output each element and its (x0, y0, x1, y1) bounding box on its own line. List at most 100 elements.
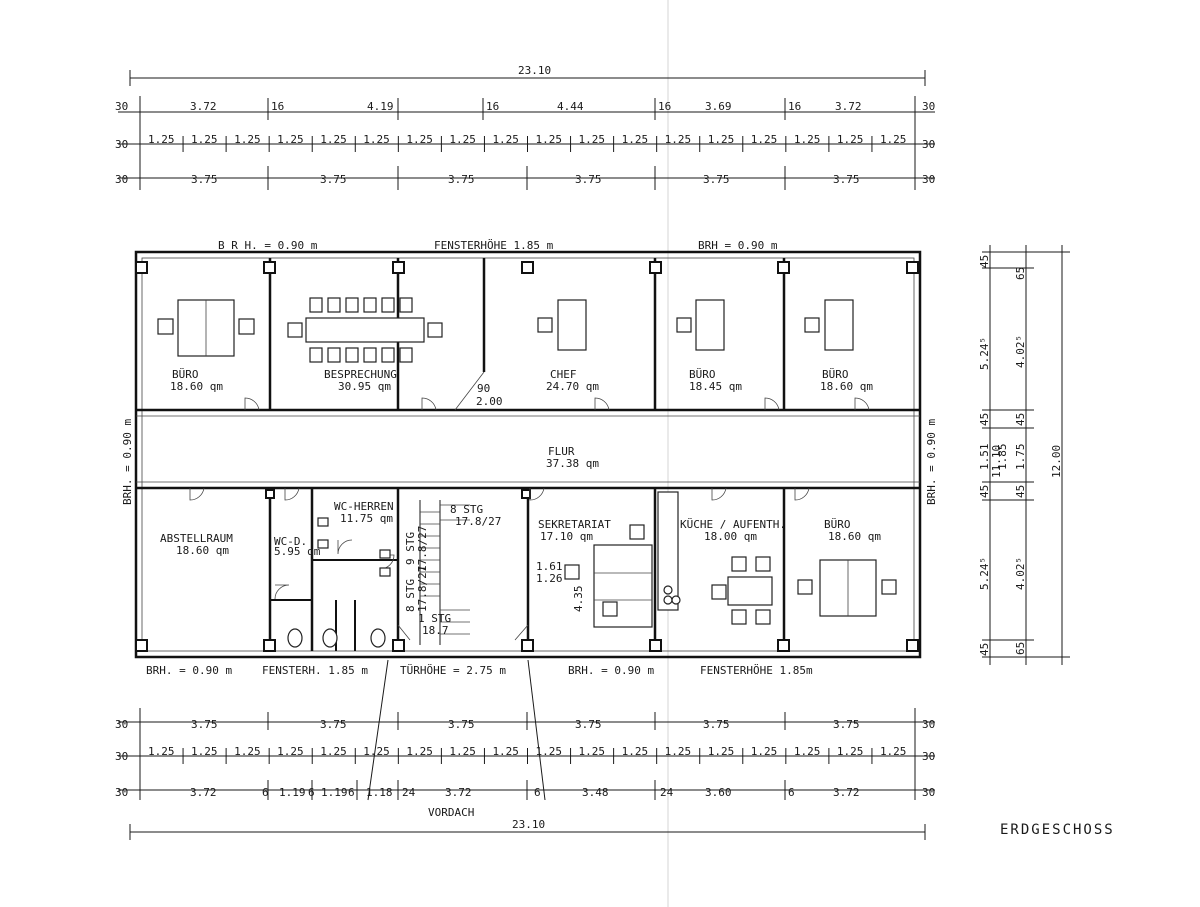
stair-steps: 9 STG (404, 532, 417, 565)
furniture (157, 297, 897, 648)
dim-label: 1.25 (277, 745, 304, 758)
room-area: 18.60 qm (176, 544, 229, 557)
dim-label: 1.25 (751, 745, 778, 758)
dim-label: 1.25 (751, 133, 778, 146)
dim-label: 3.75 (575, 173, 602, 186)
stair-ratio: 17.8/27 (416, 566, 429, 612)
dim-label: 1.25 (579, 745, 606, 758)
dim-label: 30 (115, 100, 128, 113)
dim-label: 1.25 (406, 133, 433, 146)
room-name: FLUR (548, 445, 575, 458)
dim-label: 1.25 (191, 133, 218, 146)
bottom-dimension-chains: 1.25 1.25 1.25 1.25 1.25 1.25 1.25 1.25 1.25 1.25… (115, 659, 935, 840)
stair-labels: 8 STG 17.8/27 9 STG 17.8/27 8 STG 17.8/2… (404, 503, 501, 637)
note-door-height: TÜRHÖHE = 2.75 m (400, 664, 506, 677)
dim-label: 1.25 (234, 745, 261, 758)
stair-steps: 8 STG (404, 579, 417, 612)
note-right-brh: BRH. = 0.90 m (925, 419, 938, 505)
door-swings (189, 371, 870, 641)
dim-label: 45 (1014, 413, 1027, 426)
dim-label: 3.75 (191, 173, 218, 186)
note-top-fenster: FENSTERHÖHE 1.85 m (434, 239, 554, 252)
dim-label: 1.25 (622, 133, 649, 146)
stair-ratio: 18.7 (422, 624, 449, 637)
dim-label: 1.25 (148, 133, 175, 146)
stair-steps: 8 STG (450, 503, 483, 516)
dim-label: 1.25 (148, 745, 175, 758)
dim-label: 30 (115, 173, 128, 186)
room-name: CHEF (550, 368, 577, 381)
room-area: 18.45 qm (689, 380, 742, 393)
dim-label: 1.25 (191, 745, 218, 758)
dim-label: 1.25 (794, 745, 821, 758)
room-area: 17.10 qm (540, 530, 593, 543)
note-bottom-brh: BRH. = 0.90 m (146, 664, 232, 677)
dim-label: 1.25 (363, 133, 390, 146)
dim-label: 1.25 (622, 745, 649, 758)
dim-label: 24 (402, 786, 416, 799)
dim-label: 30 (922, 138, 935, 151)
dim-label: 1.25 (665, 745, 692, 758)
dim-label: 1.19 (321, 786, 348, 799)
room-name: BÜRO (689, 368, 716, 381)
dim-label: 11.10 (990, 445, 1003, 478)
stair-steps: 1 STG (418, 612, 451, 625)
dim-label: 6 (534, 786, 541, 799)
dim-label: 3.75 (320, 173, 347, 186)
dim-label: 4.02⁵ (1014, 557, 1027, 590)
note-bottom-fenster-2: FENSTERHÖHE 1.85m (700, 664, 813, 677)
dim-label: 1.25 (794, 133, 821, 146)
dim-label: 1.85 (996, 444, 1009, 471)
dim-label: 1.25 (708, 133, 735, 146)
dim-label: 45 (978, 643, 991, 656)
dim-label: 1.25 (363, 745, 390, 758)
dim-label: 1.19 (279, 786, 306, 799)
vordach-label: VORDACH (428, 806, 474, 819)
dim-label: 1.61 (536, 560, 563, 573)
dim-label: 5.24⁵ (978, 557, 991, 590)
dim-label: 4.44 (557, 100, 584, 113)
top-overall-dimension: 23.10 (518, 64, 551, 77)
dim-label: 16 (788, 100, 801, 113)
room-labels: BÜRO 18.60 qm BESPRECHUNG 30.95 qm CHEF … (160, 368, 881, 558)
dim-label: 3.75 (191, 718, 218, 731)
note-bottom-fenster: FENSTERH. 1.85 m (262, 664, 368, 677)
dim-label: 1.25 (406, 745, 433, 758)
dim-label: 6 (308, 786, 315, 799)
dim-label: 3.48 (582, 786, 609, 799)
dim-label: 45 (978, 485, 991, 498)
dim-label: 30 (922, 718, 935, 731)
room-name: ABSTELLRAUM (160, 532, 233, 545)
dim-label: 1.25 (320, 745, 347, 758)
dim-label: 6 (788, 786, 795, 799)
dim-label: 30 (922, 173, 935, 186)
dim-label: 3.75 (448, 718, 475, 731)
dim-label: 1.25 (880, 745, 907, 758)
dim-label: 30 (922, 750, 935, 763)
dim-label: 30 (115, 138, 128, 151)
room-area: 5.95 qm (274, 545, 321, 558)
room-area: 30.95 qm (338, 380, 391, 393)
dim-label: 1.25 (277, 133, 304, 146)
dim-label: 1.25 (579, 133, 606, 146)
dim-label: 45 (978, 413, 991, 426)
window-notes: B R H. = 0.90 m FENSTERHÖHE 1.85 m BRH =… (121, 239, 938, 677)
door-width-label: 90 (477, 382, 490, 395)
dim-label: 1.25 (449, 745, 476, 758)
dim-label: 45 (1014, 485, 1027, 498)
dim-label: 3.72 (190, 786, 217, 799)
dim-label: 3.69 (705, 100, 732, 113)
dim-label: 6 (262, 786, 269, 799)
dim-label: 3.75 (448, 173, 475, 186)
top-dimension-chains: 23.10 1.25 1.25 1.25 1.25 1.25 1.25 1.25 1.25 1.… (115, 64, 935, 190)
door-height-label: 2.00 (476, 395, 503, 408)
dim-label: 3.72 (833, 786, 860, 799)
note-top-brh: B R H. = 0.90 m (218, 239, 318, 252)
dim-label: 1.25 (536, 133, 563, 146)
dim-label: 30 (922, 786, 935, 799)
dim-label: 45 (978, 255, 991, 268)
room-name: BÜRO (172, 368, 199, 381)
dim-label: 3.75 (575, 718, 602, 731)
room-name: BÜRO (824, 518, 851, 531)
dim-label: 30 (115, 718, 128, 731)
